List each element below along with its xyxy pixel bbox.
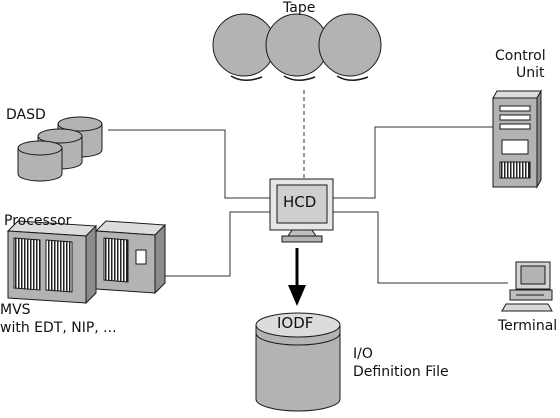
control-unit-label-line2: Unit xyxy=(516,65,545,81)
processor-frames-icon xyxy=(6,220,167,305)
dasd-link xyxy=(108,129,280,199)
io-label-line1: I/O xyxy=(353,346,373,362)
dasd-stack-icon xyxy=(17,116,103,182)
io-label-line2: Definition File xyxy=(353,364,449,380)
hcd-monitor-icon xyxy=(269,178,334,243)
mvs-label-line2: with EDT, NIP, ... xyxy=(0,320,117,336)
hcd-label: HCD xyxy=(283,193,317,211)
terminal-link xyxy=(333,211,508,284)
mvs-label-line1: MVS xyxy=(0,302,31,318)
control-unit-label-line1: Control xyxy=(495,48,546,64)
control-unit-tower-icon xyxy=(492,89,542,189)
tape-reels-icon xyxy=(212,13,382,81)
iodf-cylinder-icon xyxy=(255,312,341,412)
iodf-label: IODF xyxy=(277,314,314,332)
processor-link xyxy=(165,211,280,277)
connection-lines xyxy=(108,90,508,284)
tape-label: Tape xyxy=(283,0,316,16)
flow-arrow xyxy=(288,248,306,306)
terminal-computer-icon xyxy=(501,261,553,312)
processor-label: Processor xyxy=(4,213,72,229)
dasd-label: DASD xyxy=(6,107,46,123)
terminal-label: Terminal xyxy=(498,318,558,334)
control-unit-link xyxy=(333,126,493,199)
